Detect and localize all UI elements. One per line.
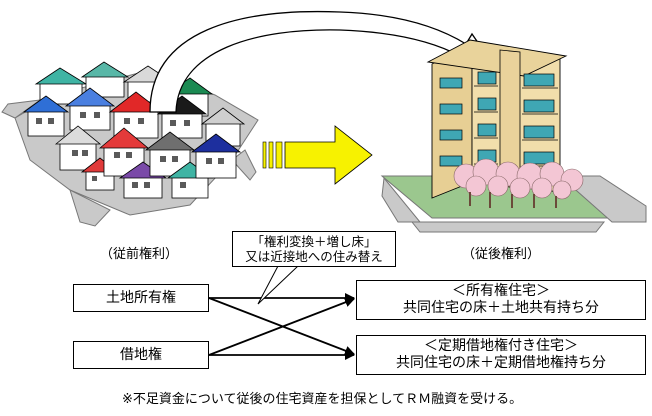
rights-conversion-callout: 「権利変換＋増し床」 又は近接地への住み替え	[232, 231, 396, 267]
rights-conversion-arrows	[208, 293, 355, 360]
owned-housing-title: ＜所有権住宅＞	[452, 283, 550, 299]
after-rights-label: （従後権利）	[462, 247, 541, 262]
owned-housing-desc: 共同住宅の床＋土地共有持ち分	[403, 300, 599, 316]
fixed-lease-housing-desc: 共同住宅の床＋定期借地権持ち分	[396, 355, 606, 371]
before-rights-label: （従前権利）	[100, 247, 179, 262]
fixed-lease-housing-box: ＜定期借地権付き住宅＞ 共同住宅の床＋定期借地権持ち分	[356, 335, 646, 375]
owned-housing-box: ＜所有権住宅＞ 共同住宅の床＋土地共有持ち分	[356, 280, 646, 320]
land-ownership-label: 土地所有権	[106, 289, 176, 306]
leasehold-box: 借地権	[73, 341, 209, 369]
fixed-lease-housing-title: ＜定期借地権付き住宅＞	[424, 338, 578, 354]
yellow-arrow-icon	[262, 125, 373, 185]
apartment-illustration	[380, 39, 647, 233]
land-ownership-box: 土地所有権	[73, 284, 209, 312]
callout-line-2: 又は近接地への住み替え	[245, 249, 383, 264]
footnote: ※不足資金について従後の住宅資産を担保としてＲＭ融資を受ける。	[122, 392, 523, 407]
callout-line-1: 「権利変換＋増し床」	[251, 234, 377, 249]
leasehold-label: 借地権	[120, 346, 162, 363]
old-houses-illustration	[1, 61, 259, 227]
